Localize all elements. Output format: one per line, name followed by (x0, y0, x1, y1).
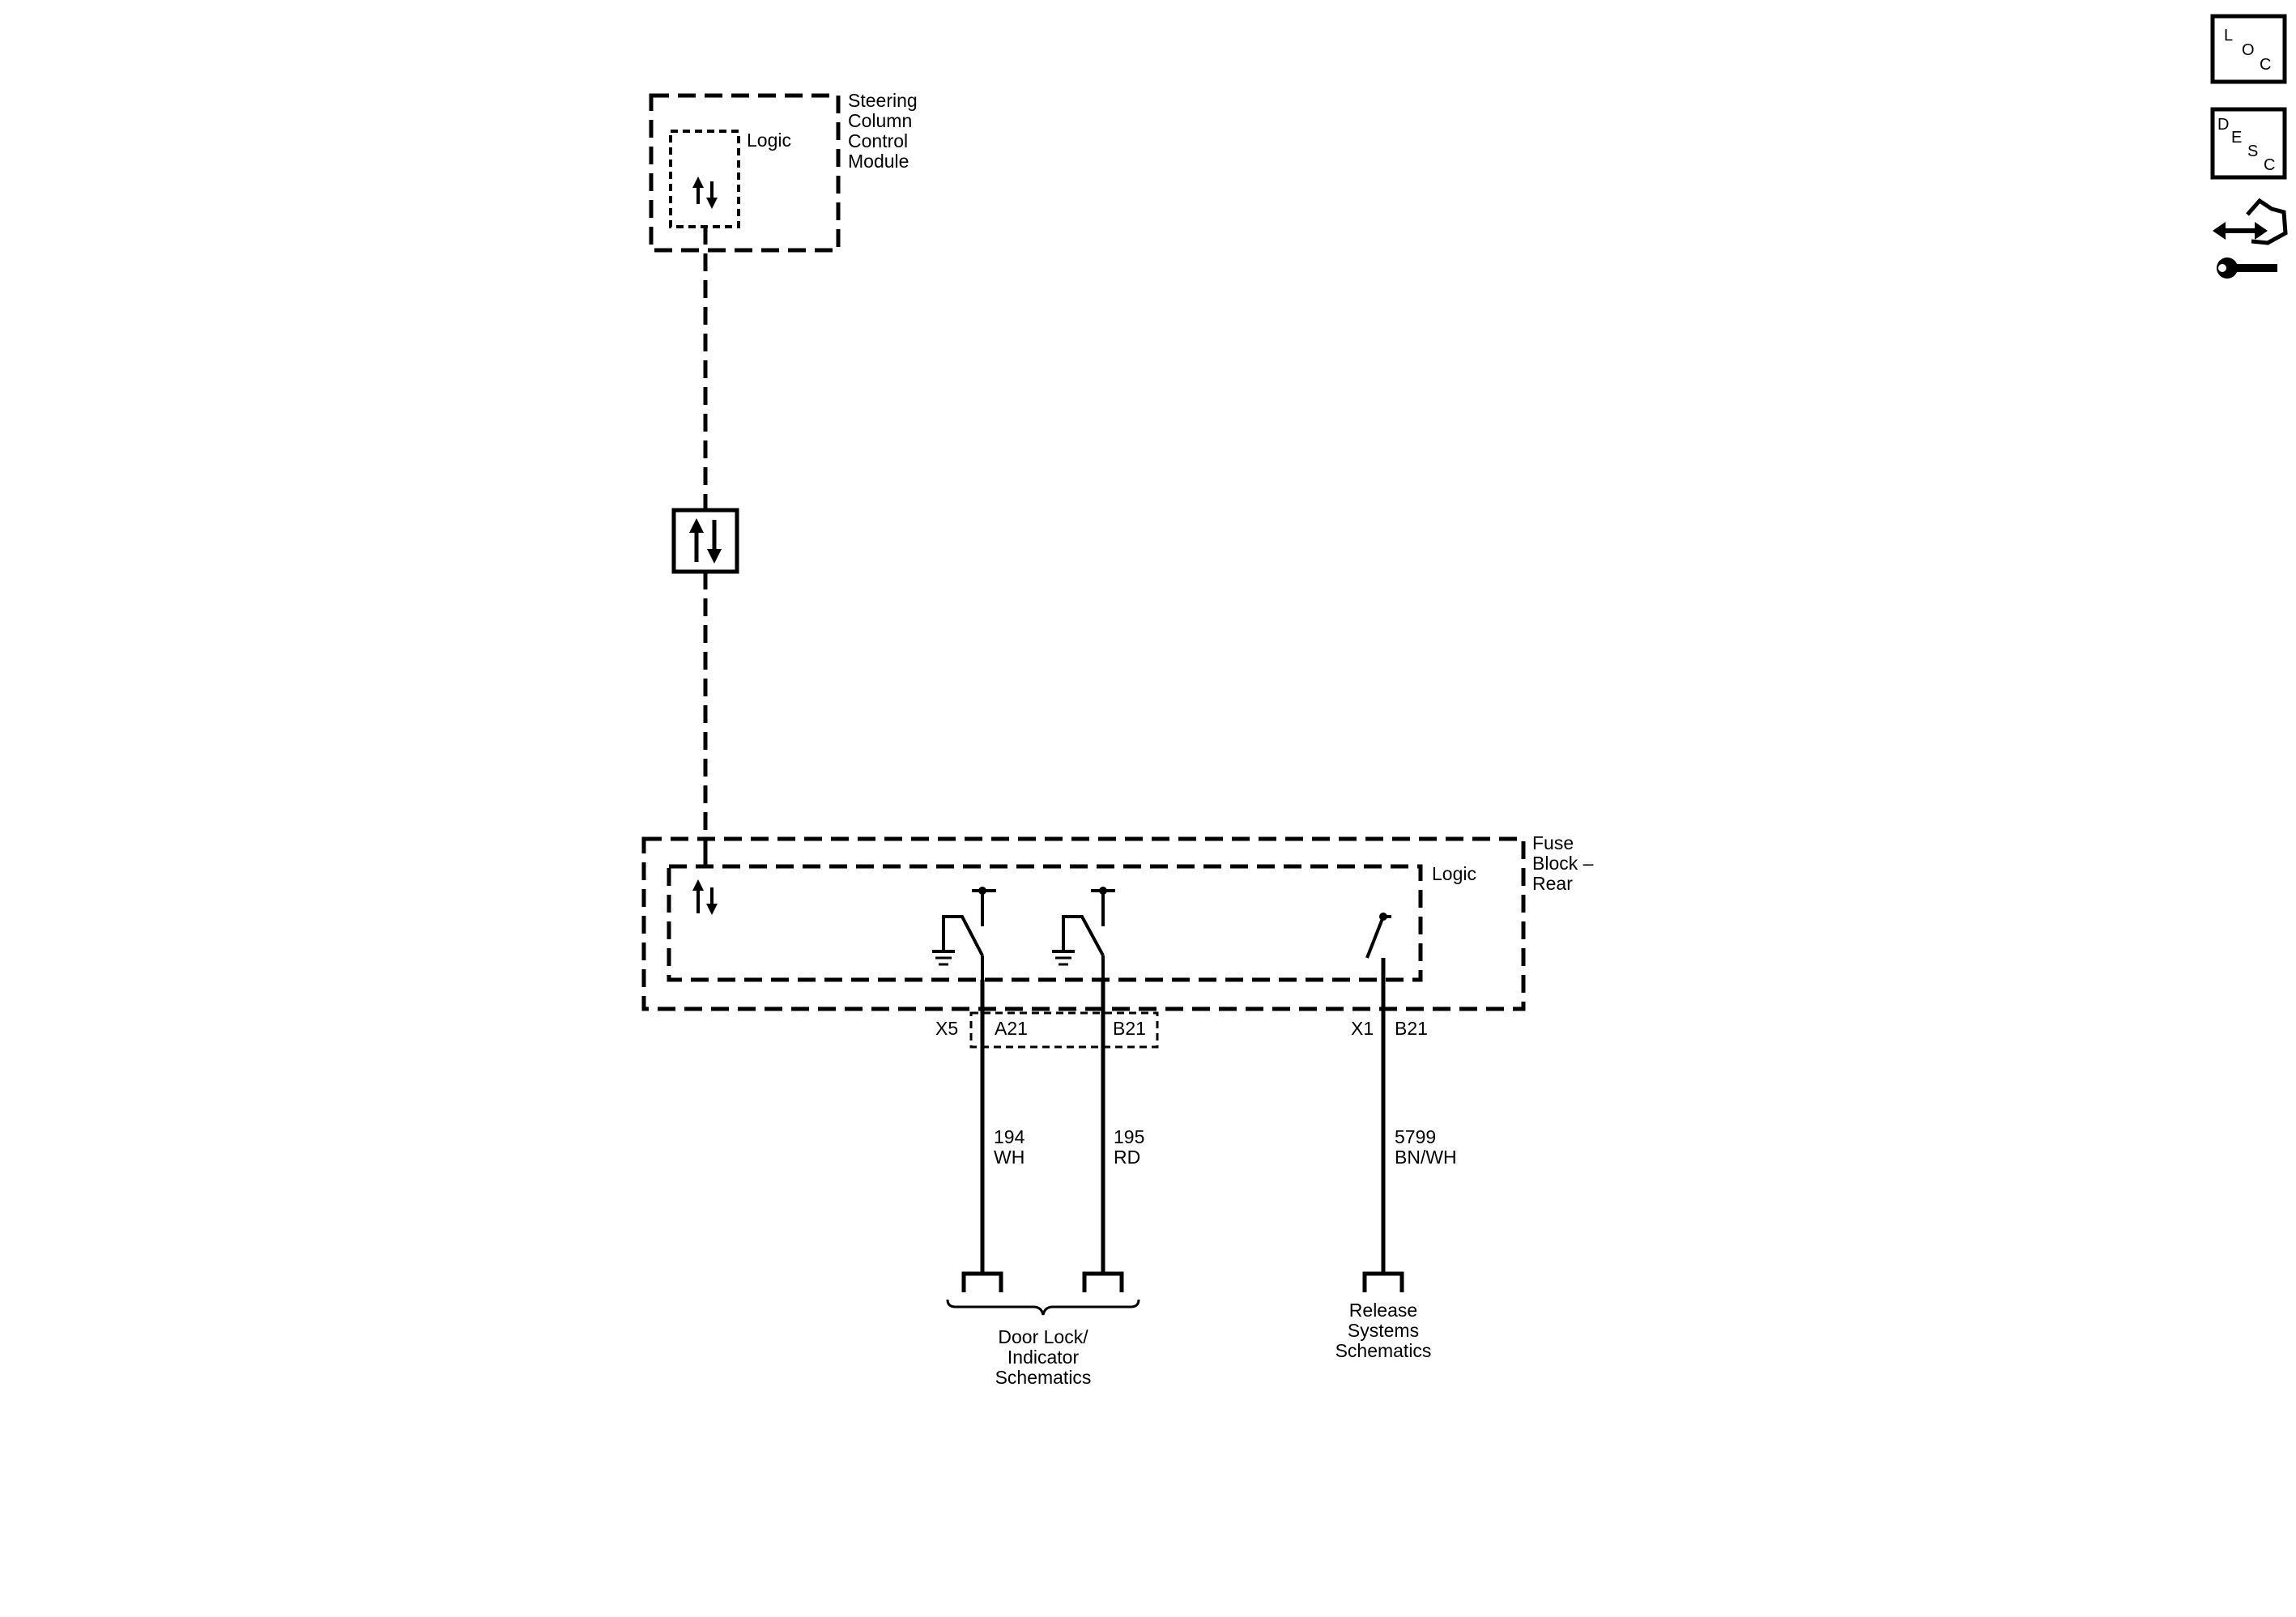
release-ref-line-1: Release (1349, 1300, 1417, 1321)
steering-column-control-module: Logic Steering Column Control Module (649, 90, 918, 253)
sccm-outline (649, 93, 841, 253)
sccm-name-line-3: Control (848, 130, 908, 151)
description-letter-s: S (2247, 143, 2258, 160)
terminal-195 (1082, 1271, 1124, 1292)
fuse-block-logic-outline (667, 864, 1423, 982)
sccm-name-line-2: Column (848, 110, 912, 131)
connector-pin-b21: B21 (1113, 1018, 1146, 1039)
connector-x1: X1 B21 (1351, 1018, 1428, 1039)
connector-pin-x1-b21: B21 (1395, 1018, 1428, 1039)
wire-195-circuit: 195 (1114, 1126, 1144, 1147)
wire-5799-color: BN/WH (1395, 1147, 1457, 1168)
fuse-block-outline (641, 836, 1526, 1011)
sccm-logic-label: Logic (747, 130, 791, 151)
terminal-194 (961, 1271, 1003, 1292)
wire-5799-circuit: 5799 (1395, 1126, 1436, 1147)
fuse-block-name-line-2: Block – (1532, 853, 1594, 874)
release-systems-schematics-link[interactable]: Release Systems Schematics (1335, 1300, 1432, 1361)
fuse-block-name-line-3: Rear (1532, 873, 1573, 894)
switch-a21 (932, 887, 996, 980)
door-lock-brace (946, 1299, 1140, 1316)
terminal-5799 (1362, 1271, 1404, 1292)
description-button[interactable]: D E S C (2210, 107, 2287, 180)
fuse-block-logic-label: Logic (1432, 863, 1476, 884)
location-button[interactable]: L O C (2210, 14, 2287, 84)
location-letter-o: O (2242, 41, 2255, 59)
connector-end-view-icon (2213, 198, 2288, 279)
description-letter-c: C (2264, 156, 2275, 174)
switch-x1-b21 (1365, 913, 1391, 980)
description-icon: D (2217, 116, 2229, 134)
location-icon: L (2224, 27, 2233, 45)
connector-pin-a21: A21 (995, 1018, 1028, 1039)
door-lock-ref-line-1: Door Lock/ (998, 1326, 1088, 1347)
switch-b21 (1052, 887, 1115, 980)
door-lock-ref-line-2: Indicator (1007, 1347, 1080, 1368)
connector-x5-label: X5 (935, 1018, 958, 1039)
door-lock-indicator-schematics-link[interactable]: Door Lock/ Indicator Schematics (995, 1326, 1092, 1388)
sccm-name-line-4: Module (848, 151, 909, 172)
wire-195-color: RD (1114, 1147, 1140, 1168)
location-letter-c: C (2260, 56, 2271, 74)
connector-x1-label: X1 (1351, 1018, 1374, 1039)
sccm-logic-outline (669, 130, 740, 228)
connector-x5: X5 A21 B21 (935, 1011, 1159, 1049)
release-ref-line-2: Systems (1348, 1320, 1419, 1341)
fuse-block-rear: Logic Fuse Block – Rear (641, 832, 1594, 1011)
connector-end-view-button[interactable] (2213, 198, 2288, 279)
fuse-block-serial-data-icon (692, 879, 718, 915)
sccm-serial-data-icon (692, 177, 718, 209)
description-letter-e: E (2231, 129, 2242, 147)
wire-194-circuit: 194 (994, 1126, 1025, 1147)
release-ref-line-3: Schematics (1335, 1340, 1432, 1361)
sccm-name-line-1: Steering (848, 90, 918, 111)
door-lock-ref-line-3: Schematics (995, 1367, 1092, 1388)
fuse-block-name-line-1: Fuse (1532, 832, 1574, 853)
wire-194-color: WH (994, 1147, 1024, 1168)
serial-data-icon (671, 508, 739, 574)
